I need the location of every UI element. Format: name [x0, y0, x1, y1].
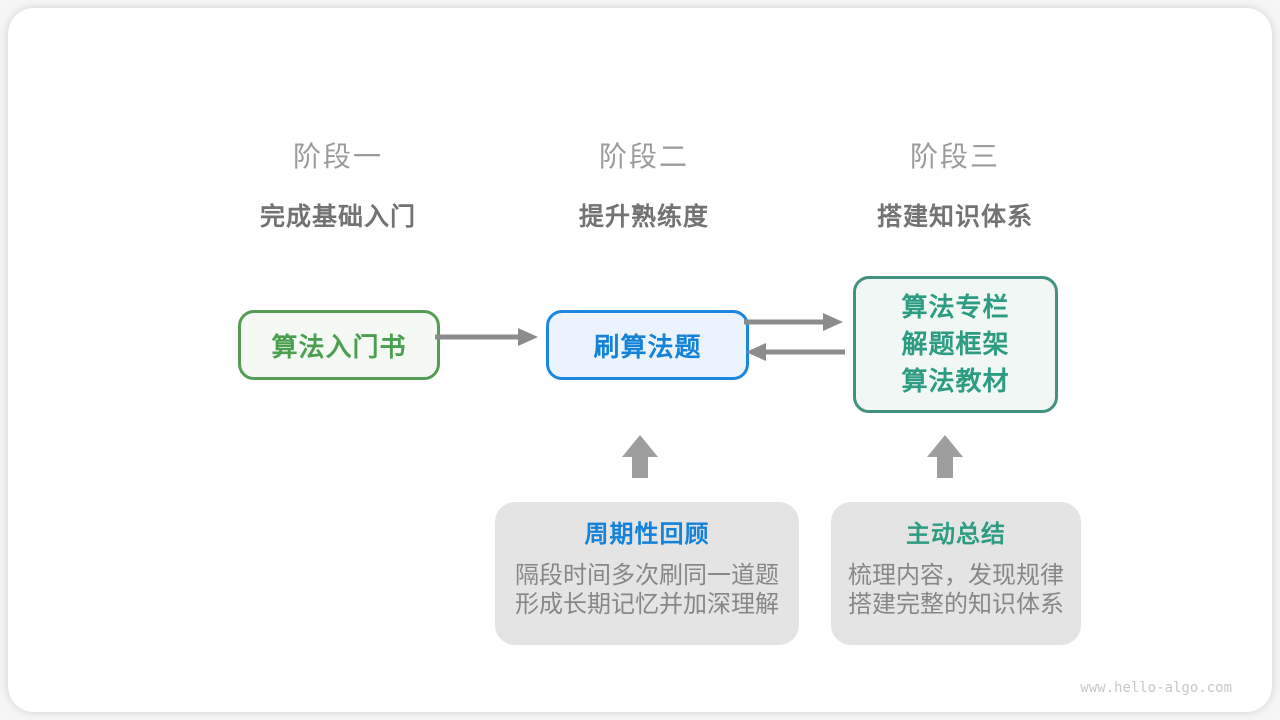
stage2-subtitle: 提升熟练度 — [578, 203, 710, 231]
callout-active-summary-body: 梳理内容，发现规律 搭建完整的知识体系 — [831, 561, 1081, 619]
callout-active-summary-line2: 搭建完整的知识体系 — [848, 591, 1064, 618]
diagram-card: 阶段一 完成基础入门 阶段二 提升熟练度 阶段三 搭建知识体系 算法入门书 刷算… — [8, 8, 1272, 712]
stage2-header: 阶段二 提升熟练度 — [579, 135, 709, 233]
callout-periodic-review-body: 隔段时间多次刷同一道题 形成长期记忆并加深理解 — [495, 561, 799, 619]
node-intro-book: 算法入门书 — [238, 310, 440, 380]
node-advanced-line-1: 算法专栏 — [901, 292, 1010, 322]
stage1-subtitle: 完成基础入门 — [259, 203, 417, 231]
callout-periodic-review-line2: 形成长期记忆并加深理解 — [515, 591, 779, 618]
node-advanced-resources: 算法专栏 解题框架 算法教材 — [853, 276, 1058, 413]
stage1-header: 阶段一 完成基础入门 — [260, 135, 416, 233]
node-intro-book-label: 算法入门书 — [271, 331, 407, 362]
callout-periodic-review-line1: 隔段时间多次刷同一道题 — [515, 562, 779, 589]
stage3-header: 阶段三 搭建知识体系 — [877, 135, 1033, 233]
callout-active-summary-title: 主动总结 — [906, 521, 1006, 548]
callout-active-summary: 主动总结 梳理内容，发现规律 搭建完整的知识体系 — [831, 502, 1081, 645]
callout-periodic-review-title: 周期性回顾 — [584, 521, 710, 548]
watermark-url: www.hello-algo.com — [1080, 680, 1232, 696]
stage3-label: 阶段三 — [909, 141, 1001, 172]
stage2-label: 阶段二 — [598, 141, 690, 172]
node-advanced-line-3: 算法教材 — [901, 366, 1010, 396]
node-practice-problems: 刷算法题 — [546, 310, 749, 380]
node-practice-problems-label: 刷算法题 — [593, 331, 702, 362]
stage3-subtitle: 搭建知识体系 — [876, 203, 1034, 231]
callout-active-summary-line1: 梳理内容，发现规律 — [848, 562, 1064, 589]
stage1-label: 阶段一 — [292, 141, 384, 172]
callout-periodic-review: 周期性回顾 隔段时间多次刷同一道题 形成长期记忆并加深理解 — [495, 502, 799, 645]
node-advanced-line-2: 解题框架 — [901, 329, 1010, 359]
